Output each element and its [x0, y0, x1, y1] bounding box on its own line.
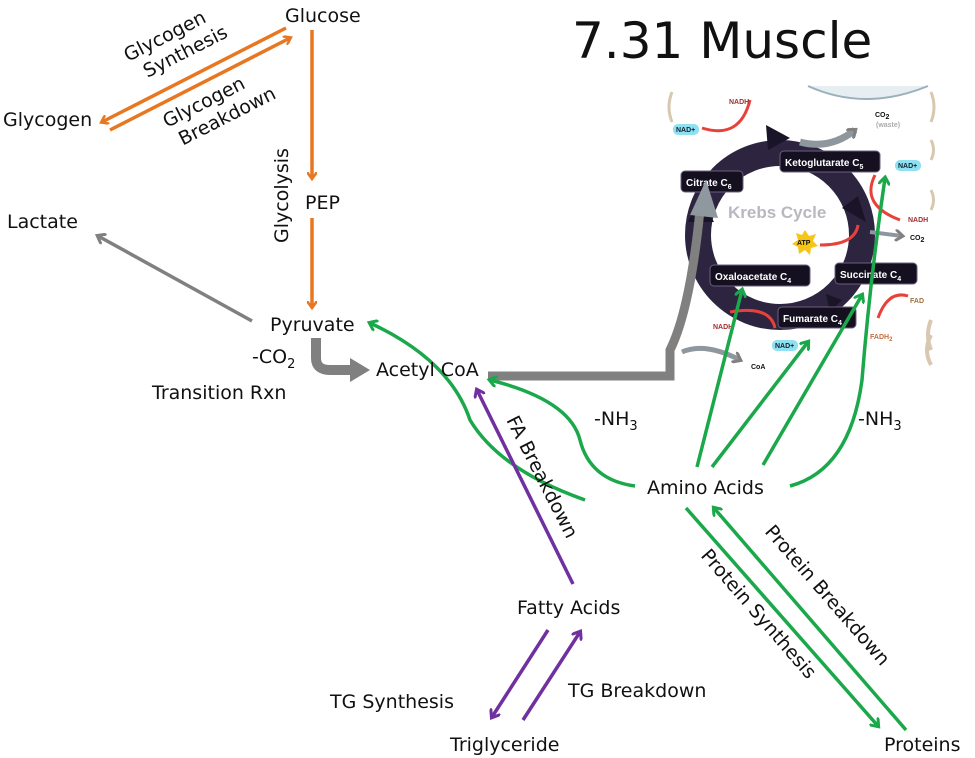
fad-label: FAD — [910, 298, 924, 305]
node-pep: PEP — [305, 192, 340, 214]
nad-badge-1: NAD+ — [673, 124, 699, 135]
coa-label: CoA — [751, 364, 765, 371]
krebs-cycle-title: Krebs Cycle — [728, 203, 826, 222]
co2-waste-label: CO2 — [875, 112, 890, 121]
amino-to-oxaloacetate-arrow — [695, 290, 742, 468]
glycogen-synthesis-arrow — [102, 26, 287, 122]
node-fatty-acids: Fatty Acids — [517, 597, 620, 619]
co2-waste-arrow — [799, 127, 855, 148]
label-transition-rxn: Transition Rxn — [151, 382, 286, 404]
label-tg-breakdown: TG Breakdown — [567, 680, 706, 702]
protein-synthesis-arrow — [684, 506, 878, 726]
node-pyruvate: Pyruvate — [270, 314, 355, 336]
node-amino-acids: Amino Acids — [647, 477, 764, 499]
atp-icon: ATP — [792, 230, 818, 255]
label-minus-co2: -CO2 — [252, 346, 295, 372]
node-acetyl-coa: Acetyl CoA — [376, 359, 479, 381]
krebs-node-succinate: Succinate C4 — [834, 262, 918, 285]
label-minus-nh3-right: -NH3 — [858, 408, 902, 434]
svg-text:Succinate C4: Succinate C4 — [840, 270, 901, 283]
amino-to-fumarate-arrow — [710, 342, 808, 469]
label-tg-synthesis: TG Synthesis — [329, 691, 454, 713]
fadh2-label: FADH2 — [870, 334, 893, 343]
transition-arrowhead — [350, 358, 370, 382]
coa-arrow — [681, 345, 740, 360]
nad-badge-2: NAD+ — [895, 160, 921, 171]
krebs-node-citrate: Citrate C6 — [680, 170, 744, 193]
waste-label: (waste) — [876, 122, 900, 129]
acetyl-coa-to-krebs-arrow — [488, 209, 705, 381]
pyruvate-to-lactate-arrow — [98, 236, 253, 323]
node-glucose: Glucose — [285, 5, 361, 27]
krebs-cycle-image: Krebs Cycle Citrate C6 Ketoglutarate C5 … — [667, 85, 936, 376]
krebs-node-oxaloacetate: Oxaloacetate C4 — [709, 264, 811, 287]
amino-to-pyruvate-arrow — [370, 323, 586, 502]
nadh-arrows — [701, 99, 909, 329]
svg-text:NAD+: NAD+ — [898, 163, 917, 170]
fa-breakdown-arrow — [477, 390, 575, 585]
protein-breakdown-arrow — [714, 508, 908, 732]
amino-to-acetyl-coa-arrow — [490, 380, 636, 488]
page-title: 7.31 Muscle — [572, 12, 872, 70]
node-glycogen: Glycogen — [3, 109, 92, 131]
svg-text:ATP: ATP — [797, 240, 811, 247]
tg-synthesis-arrow — [492, 629, 550, 717]
co2-label: CO2 — [910, 235, 925, 244]
svg-text:NAD+: NAD+ — [676, 127, 695, 134]
krebs-node-fumarate: Fumarate C4 — [777, 306, 857, 329]
amino-to-succinate-arrow — [761, 295, 862, 466]
label-glycogen-synthesis: Glycogen Synthesis — [120, 6, 231, 82]
svg-text:Ketoglutarate C5: Ketoglutarate C5 — [785, 158, 863, 171]
co2-arrow — [869, 232, 902, 236]
nadh-label-2: NADH — [908, 217, 928, 224]
svg-text:Fumarate C4: Fumarate C4 — [783, 314, 842, 327]
svg-text:Oxaloacetate C4: Oxaloacetate C4 — [715, 272, 791, 285]
krebs-node-ketoglutarate: Ketoglutarate C5 — [779, 150, 881, 173]
svg-text:NAD+: NAD+ — [775, 343, 794, 350]
tg-breakdown-arrow — [521, 632, 580, 721]
label-glycolysis: Glycolysis — [271, 148, 293, 243]
node-proteins: Proteins — [884, 734, 961, 756]
nadh-label-3: NADH — [713, 324, 733, 331]
node-lactate: Lactate — [7, 211, 78, 233]
label-minus-nh3-left: -NH3 — [594, 408, 638, 434]
decorative-margin — [667, 91, 936, 366]
node-triglyceride: Triglyceride — [449, 734, 559, 756]
membrane-arc — [807, 85, 929, 100]
nadh-label-1: NADH — [729, 99, 749, 106]
amino-to-ketoglutarate-arrow — [789, 178, 885, 488]
acetyl-coa-to-krebs-arrowhead — [690, 180, 718, 218]
nad-badge-3: NAD+ — [772, 340, 798, 351]
transition-arrow — [311, 338, 352, 375]
glycogen-breakdown-arrow — [109, 38, 290, 132]
